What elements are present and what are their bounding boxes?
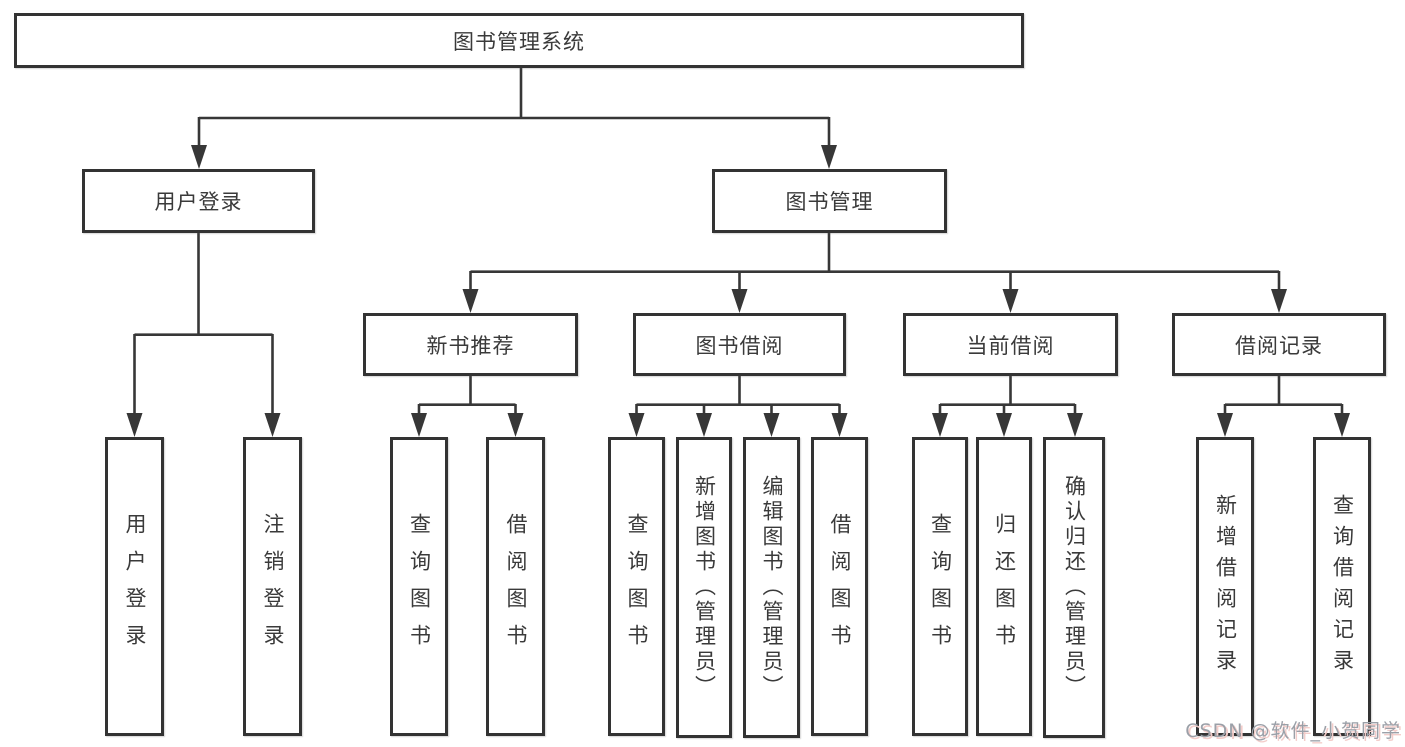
leaf-logout: 注销登录 — [243, 437, 302, 736]
node-new-book-recommendation: 新书推荐 — [363, 313, 578, 376]
node-user-login-label: 用户登录 — [154, 190, 243, 214]
node-root: 图书管理系统 — [14, 13, 1024, 68]
leaf-logout-label: 注销登录 — [261, 512, 285, 661]
leaf-add-book-admin-label: 新增图书（管理员） — [692, 475, 717, 700]
node-current-borrowing: 当前借阅 — [903, 313, 1118, 376]
leaf-query-books-current: 查询图书 — [912, 437, 968, 736]
leaf-query-books-borrow: 查询图书 — [608, 437, 665, 736]
node-new-book-recommendation-label: 新书推荐 — [426, 333, 515, 358]
csdn-watermark: CSDN @软件_小贺同学 — [1185, 720, 1401, 742]
leaf-query-books-recommend: 查询图书 — [390, 437, 448, 736]
leaf-return-book: 归还图书 — [976, 437, 1032, 736]
node-book-management: 图书管理 — [712, 169, 947, 233]
node-book-borrowing-label: 图书借阅 — [695, 333, 784, 358]
leaf-add-book-admin: 新增图书（管理员） — [676, 437, 732, 738]
node-current-borrowing-label: 当前借阅 — [966, 333, 1055, 358]
leaf-return-book-label: 归还图书 — [992, 512, 1017, 661]
leaf-borrow-books-borrow: 借阅图书 — [811, 437, 868, 736]
leaf-edit-book-admin-label: 编辑图书（管理员） — [760, 475, 784, 700]
leaf-borrow-books-borrow-label: 借阅图书 — [828, 512, 852, 661]
leaf-add-borrow-record: 新增借阅记录 — [1196, 437, 1254, 736]
leaf-query-borrow-record-label: 查询借阅记录 — [1330, 493, 1355, 680]
node-borrowing-records-label: 借阅记录 — [1235, 333, 1323, 358]
leaf-query-books-current-label: 查询图书 — [928, 512, 953, 661]
leaf-query-borrow-record: 查询借阅记录 — [1313, 437, 1371, 736]
leaf-add-borrow-record-label: 新增借阅记录 — [1213, 493, 1238, 680]
node-root-label: 图书管理系统 — [453, 29, 585, 54]
leaf-query-books-recommend-label: 查询图书 — [407, 512, 432, 661]
leaf-confirm-return-admin-label: 确认归还（管理员） — [1062, 475, 1087, 700]
leaf-confirm-return-admin: 确认归还（管理员） — [1043, 437, 1105, 738]
node-user-login: 用户登录 — [82, 169, 315, 233]
leaf-borrow-books-recommend-label: 借阅图书 — [504, 512, 528, 661]
node-book-borrowing: 图书借阅 — [633, 313, 846, 376]
node-borrowing-records: 借阅记录 — [1172, 313, 1386, 376]
leaf-query-books-borrow-label: 查询图书 — [625, 512, 649, 661]
leaf-borrow-books-recommend: 借阅图书 — [486, 437, 545, 736]
leaf-edit-book-admin: 编辑图书（管理员） — [743, 437, 800, 738]
leaf-user-login: 用户登录 — [105, 437, 164, 736]
node-book-management-label: 图书管理 — [785, 190, 874, 214]
leaf-user-login-label: 用户登录 — [123, 512, 147, 661]
